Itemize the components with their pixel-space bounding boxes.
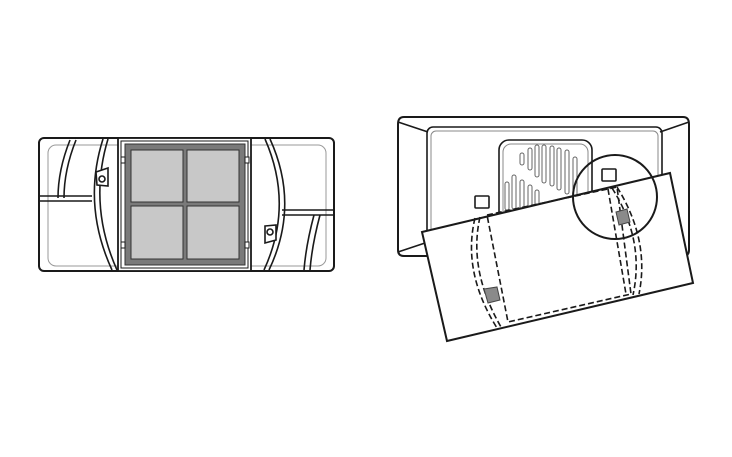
- clip-right-icon: [264, 224, 277, 245]
- right-arc: [263, 138, 281, 271]
- latch-left-icon: [483, 286, 501, 304]
- housing-slot-left: [474, 195, 490, 209]
- filter-front-view: [38, 137, 335, 272]
- filter-panel-br: [186, 205, 240, 260]
- cover-installation-view: [397, 116, 695, 343]
- housing-bevel: [397, 121, 690, 253]
- left-rib-inner: [63, 139, 77, 199]
- filter-panel-tr: [186, 149, 240, 203]
- filter-panel-tl: [130, 149, 184, 203]
- left-rib: [57, 139, 71, 199]
- clip-left-icon: [95, 166, 109, 187]
- latch-right-icon: [615, 208, 631, 226]
- left-arc-inner: [99, 138, 118, 271]
- housing-slot-right: [601, 168, 617, 182]
- hidden-filter-outline: [470, 186, 643, 329]
- detail-magnifier-circle: [572, 154, 658, 240]
- left-arc: [93, 138, 113, 271]
- right-divider: [282, 209, 333, 216]
- filter-center-inner: [120, 140, 249, 269]
- filter-panel-bl: [130, 205, 184, 260]
- right-rib: [303, 214, 321, 271]
- frame-tabs: [120, 156, 250, 249]
- left-divider: [40, 195, 92, 202]
- right-arc-inner: [268, 138, 286, 271]
